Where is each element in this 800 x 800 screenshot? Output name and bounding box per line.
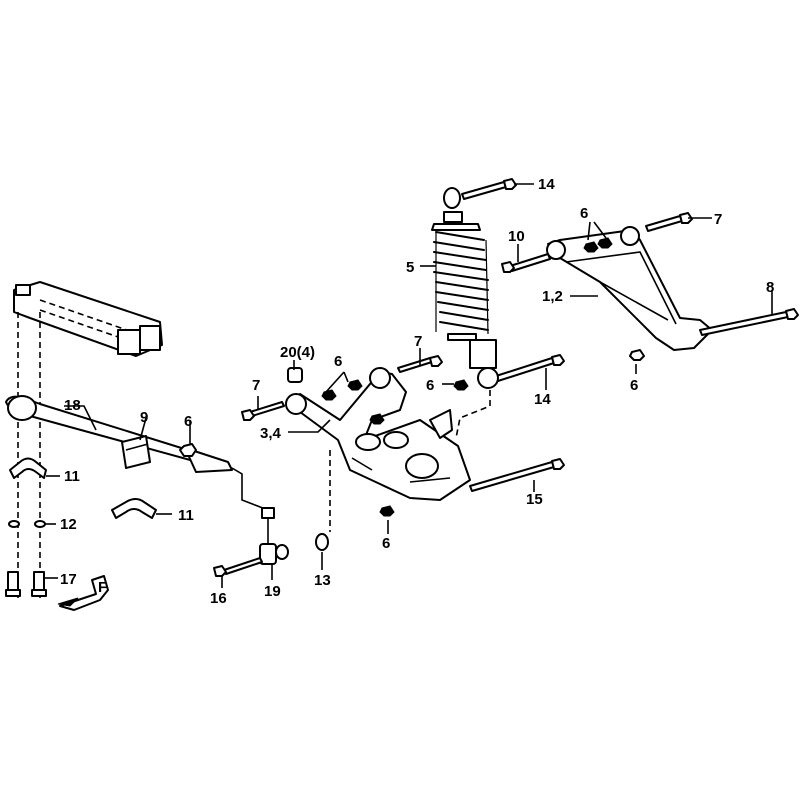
bolt: [645, 212, 693, 232]
alignment-line: [455, 390, 491, 439]
stabilizer-link: [259, 543, 289, 565]
callout-label: 6: [426, 377, 434, 394]
callout-label: 12: [60, 516, 77, 533]
callout-label: 17: [60, 571, 77, 588]
link-head: [261, 507, 275, 519]
bolt: [5, 571, 21, 597]
bracket-clamp: [9, 457, 47, 479]
callout-label: 7: [252, 377, 260, 394]
callout-label: 6: [630, 377, 638, 394]
nut: [583, 241, 599, 253]
shock-absorber: [431, 187, 499, 389]
nut: [347, 379, 363, 391]
upper-a-arm: [546, 226, 713, 351]
bolt: [495, 354, 565, 382]
washer: [8, 520, 20, 528]
spacer: [315, 533, 329, 551]
callout-label: 11: [64, 468, 80, 485]
callout-label: 13: [314, 572, 331, 589]
direction-arrow-icon: F: [57, 575, 109, 611]
nut: [597, 237, 613, 249]
bolt: [213, 557, 263, 577]
callout-label: 10: [508, 228, 525, 245]
callout-label: 15: [526, 491, 543, 508]
nut: [453, 379, 469, 391]
callout-label: 16: [210, 590, 227, 607]
callout-label: 7: [714, 211, 722, 228]
callout-label: 6: [184, 413, 192, 430]
link-rod: [231, 467, 269, 511]
callout-label: 19: [264, 583, 281, 600]
lower-a-arm: [285, 367, 471, 501]
callout-label: 14: [538, 176, 555, 193]
bolt: [461, 178, 517, 200]
callout-label: 18: [64, 397, 81, 414]
callout-label: 11: [178, 507, 194, 524]
callout-label: 6: [580, 205, 588, 222]
callout-label: 9: [140, 409, 148, 426]
stabilizer-bar: [5, 395, 233, 473]
nut: [629, 349, 645, 361]
callout-label: 20(4): [280, 344, 315, 361]
bolt: [31, 571, 47, 597]
callout-label: 14: [534, 391, 551, 408]
callout-label: 5: [406, 259, 414, 276]
washer: [34, 520, 46, 528]
callout-label: 3,4: [260, 425, 282, 442]
direction-marker: F: [98, 579, 107, 596]
bolt: [469, 458, 565, 492]
bracket-clamp: [111, 498, 157, 519]
bolt: [699, 308, 799, 336]
nut: [379, 505, 395, 517]
nut: [321, 389, 337, 401]
bar-bushing: [121, 435, 151, 469]
bushing: [287, 367, 303, 383]
callout-label: 6: [382, 535, 390, 552]
nut: [179, 443, 197, 457]
nut: [369, 413, 385, 425]
callout-label: 8: [766, 279, 774, 296]
bolt: [501, 253, 551, 273]
bolt: [241, 401, 285, 421]
callout-label: 6: [334, 353, 342, 370]
leader-lines: [44, 183, 773, 588]
callout-label: 7: [414, 333, 422, 350]
frame-section: [13, 281, 163, 357]
callout-label: 1,2: [542, 288, 563, 305]
